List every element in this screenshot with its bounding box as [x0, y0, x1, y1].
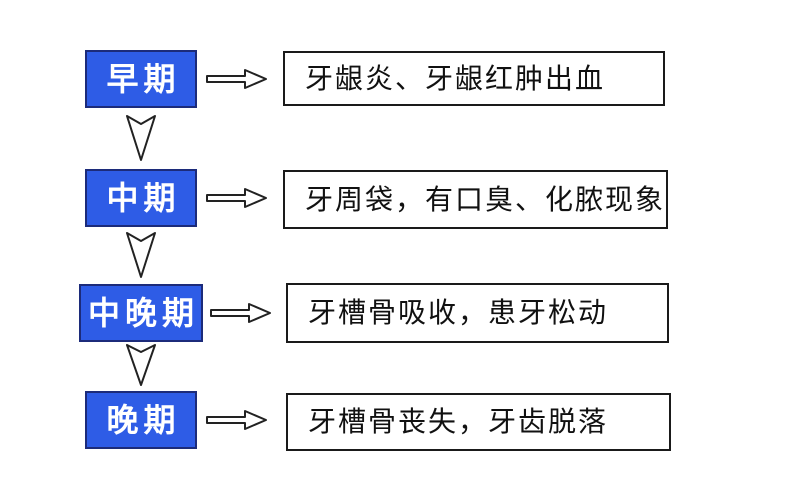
stage-description: 牙龈炎、牙龈红肿出血 [305, 61, 606, 95]
right-arrow-icon [205, 67, 269, 91]
stage-description: 牙周袋，有口臭、化脓现象 [305, 182, 666, 216]
stage-description: 牙槽骨吸收，患牙松动 [308, 296, 609, 329]
right-arrow-icon [209, 301, 273, 325]
stage-description-box: 牙槽骨吸收，患牙松动 [286, 283, 669, 343]
stage-description: 牙槽骨丧失，牙齿脱落 [308, 405, 609, 438]
stage-box-middle: 中期 [85, 169, 197, 227]
stage-box-mid-late: 中晚期 [79, 284, 203, 342]
stage-description-box: 牙槽骨丧失，牙齿脱落 [286, 393, 671, 451]
down-arrow-icon [124, 343, 158, 389]
down-arrow-icon [124, 114, 158, 164]
stage-box-late: 晚期 [85, 391, 197, 449]
stage-box-early: 早期 [85, 50, 197, 108]
stage-label: 早期 [106, 60, 181, 98]
stage-description-box: 牙龈炎、牙龈红肿出血 [283, 51, 665, 106]
stage-description-box: 牙周袋，有口臭、化脓现象 [283, 170, 668, 229]
stage-label: 晚期 [106, 401, 181, 439]
right-arrow-icon [205, 408, 269, 432]
stage-label: 中晚期 [87, 294, 199, 332]
right-arrow-icon [205, 186, 269, 210]
stage-label: 中期 [106, 179, 181, 217]
down-arrow-icon [124, 231, 158, 281]
